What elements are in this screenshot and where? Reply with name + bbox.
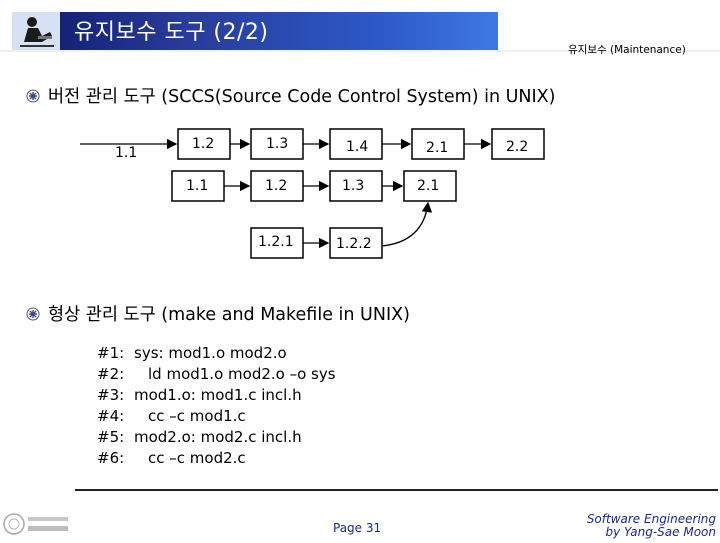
page-number: Page 31 [333,521,382,535]
code-line-text: mod2.o: mod2.c incl.h [134,428,302,446]
footer-credit: Software Engineering by Yang-Sae Moon [570,513,716,539]
node-1-1-main: 1.1 [115,145,138,161]
node-2-2-main: 2.2 [506,139,529,155]
code-line-number: #2: [97,365,125,383]
node-1-3-main: 1.3 [266,136,289,152]
credit-author: by Yang-Sae Moon [605,525,716,539]
code-line-text: ld mod1.o mod2.o –o sys [148,365,336,383]
node-1-3-branch: 1.3 [342,178,365,194]
credit-course: Software Engineering [586,512,716,526]
node-1-4-main: 1.4 [346,139,369,155]
node-1-2-2: 1.2.2 [336,236,372,252]
version-tree-diagram: 1.1 1.2 1.3 1.4 2.1 2.2 1.1 1.2 1.3 2.1 … [0,118,720,273]
code-line-number: #1: [97,344,125,362]
bullet-1-icon [26,88,40,103]
header-title-band [12,12,498,50]
bullet-2-icon [26,306,40,321]
header-divider [0,50,720,52]
code-line-text: cc –c mod1.c [148,407,246,425]
header-figure-icon [12,12,60,50]
code-line-number: #3: [97,386,125,404]
slide-header: 유지보수 도구 (2/2) 유지보수 (Maintenance) [0,0,720,62]
bullet-2-text: 형상 관리 도구 (make and Makefile in UNIX) [48,305,410,325]
code-line-text: sys: mod1.o mod2.o [134,344,287,362]
code-line-number: #5: [97,428,125,446]
node-1-2-main: 1.2 [192,136,215,152]
code-line-number: #4: [97,407,125,425]
version-tree-arrows [80,128,545,259]
node-2-1-branch: 2.1 [417,178,440,194]
node-2-1-main: 2.1 [426,140,449,156]
slide-footer [0,488,720,540]
node-1-2-branch: 1.2 [265,178,288,194]
node-1-1-branch: 1.1 [186,178,209,194]
code-line-text: cc –c mod2.c [148,449,246,467]
code-line-number: #6: [97,449,125,467]
node-1-2-1: 1.2.1 [258,234,294,250]
code-line-text: mod1.o: mod1.c incl.h [134,386,302,404]
page-title: 유지보수 도구 (2/2) [74,20,269,45]
section-label: 유지보수 (Maintenance) [568,44,686,56]
footer-divider [75,489,718,491]
university-logo-icon [2,509,72,539]
bullet-1-text: 버전 관리 도구 (SCCS(Source Code Control Syste… [48,87,556,107]
